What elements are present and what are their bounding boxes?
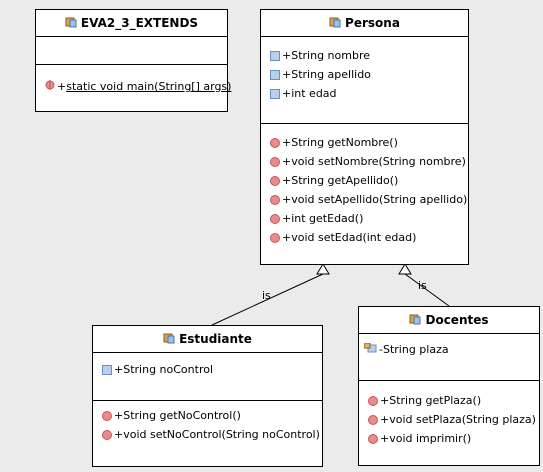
method-signature: void setNombre(String nombre): [291, 155, 466, 168]
class-header: Docentes: [359, 307, 539, 334]
attributes-section: +String nombre +String apellido +int eda…: [261, 37, 468, 124]
method-signature: String getNombre(): [291, 136, 398, 149]
methods-section: +String getNoControl() +void setNoContro…: [93, 401, 322, 466]
visibility: +: [380, 394, 390, 407]
method-signature: void setNoControl(String noControl): [123, 428, 320, 441]
method-row[interactable]: +String getApellido(): [261, 171, 468, 190]
attribute-text: String plaza: [382, 343, 449, 356]
field-icon: [270, 69, 280, 80]
attribute-text: String noControl: [123, 363, 214, 376]
field-icon: [270, 88, 280, 99]
class-icon: [65, 16, 77, 31]
class-name: Docentes: [425, 313, 489, 327]
visibility: +: [282, 68, 292, 81]
method-icon: [270, 232, 280, 243]
method-row[interactable]: +int getEdad(): [261, 209, 468, 228]
relation-label-docentes: is: [418, 279, 427, 292]
method-icon: [270, 156, 280, 167]
visibility: +: [282, 193, 292, 206]
class-name: Persona: [345, 16, 400, 30]
visibility: +: [282, 212, 292, 225]
visibility: +: [380, 413, 390, 426]
method-row[interactable]: +void setPlaza(String plaza): [359, 410, 539, 429]
class-eva2-3-extends[interactable]: EVA2_3_EXTENDS + static void main(String…: [35, 9, 231, 112]
visibility: +: [282, 49, 292, 62]
method-signature: static void main(String[] args): [66, 80, 232, 93]
field-icon: [270, 50, 280, 61]
attribute-row[interactable]: +String apellido: [261, 65, 468, 84]
attribute-row[interactable]: - String plaza: [359, 340, 539, 359]
attribute-row[interactable]: +String noControl: [93, 360, 322, 379]
method-signature: void imprimir(): [389, 432, 472, 445]
method-icon: [270, 137, 280, 148]
generalization-line-docentes: [404, 273, 450, 307]
methods-section: + static void main(String[] args): [36, 65, 231, 111]
relation-label-estudiante: is: [262, 289, 271, 302]
attribute-row[interactable]: +String nombre: [261, 46, 468, 65]
generalization-arrowhead-docentes: [398, 263, 412, 275]
static-method-icon: [45, 80, 55, 93]
method-icon: [368, 395, 378, 406]
visibility: +: [282, 155, 292, 168]
method-icon: [270, 175, 280, 186]
class-header: EVA2_3_EXTENDS: [36, 10, 227, 37]
visibility: +: [114, 363, 124, 376]
method-signature: int getEdad(): [291, 212, 364, 225]
method-signature: String getNoControl(): [123, 409, 241, 422]
class-name: Estudiante: [179, 332, 252, 346]
method-row[interactable]: +String getNombre(): [261, 133, 468, 152]
methods-section: +String getNombre() +void setNombre(Stri…: [261, 124, 468, 264]
method-icon: [102, 410, 112, 421]
class-icon: [409, 313, 421, 328]
field-icon: [102, 364, 112, 375]
generalization-line-estudiante: [211, 273, 324, 326]
visibility: +: [114, 409, 124, 422]
attribute-text: int edad: [291, 87, 337, 100]
visibility: +: [282, 231, 292, 244]
class-persona[interactable]: Persona +String nombre +String apellido …: [260, 9, 469, 265]
method-icon: [368, 433, 378, 444]
visibility: +: [114, 428, 124, 441]
method-row[interactable]: +String getPlaza(): [359, 391, 539, 410]
method-signature: String getPlaza(): [389, 394, 482, 407]
method-icon: [270, 213, 280, 224]
attributes-section: - String plaza: [359, 334, 539, 381]
method-row[interactable]: +void setNoControl(String noControl): [93, 425, 322, 444]
method-row[interactable]: +void setEdad(int edad): [261, 228, 468, 247]
visibility: +: [380, 432, 390, 445]
private-field-icon: [363, 342, 377, 356]
attributes-section: [36, 37, 227, 65]
class-icon: [329, 16, 341, 31]
method-icon: [368, 414, 378, 425]
generalization-arrowhead-estudiante: [316, 263, 330, 275]
class-header: Persona: [261, 10, 468, 37]
method-row[interactable]: +void setApellido(String apellido): [261, 190, 468, 209]
method-signature: void setEdad(int edad): [291, 231, 417, 244]
method-signature: void setPlaza(String plaza): [389, 413, 536, 426]
visibility: +: [282, 87, 292, 100]
visibility: +: [57, 80, 67, 93]
attribute-text: String apellido: [291, 68, 371, 81]
class-name: EVA2_3_EXTENDS: [80, 16, 199, 30]
class-icon: [163, 332, 175, 347]
method-icon: [102, 429, 112, 440]
class-docentes[interactable]: Docentes - String plaza +String getPlaza…: [358, 306, 540, 466]
method-signature: void setApellido(String apellido): [291, 193, 468, 206]
method-icon: [270, 194, 280, 205]
attribute-row[interactable]: +int edad: [261, 84, 468, 103]
visibility: -: [379, 343, 383, 356]
method-row[interactable]: +String getNoControl(): [93, 406, 322, 425]
attribute-text: String nombre: [291, 49, 370, 62]
class-estudiante[interactable]: Estudiante +String noControl +String get…: [92, 325, 323, 467]
visibility: +: [282, 174, 292, 187]
method-row[interactable]: + static void main(String[] args): [36, 77, 231, 96]
class-header: Estudiante: [93, 326, 322, 353]
methods-section: +String getPlaza() +void setPlaza(String…: [359, 381, 539, 465]
visibility: +: [282, 136, 292, 149]
method-signature: String getApellido(): [291, 174, 399, 187]
attributes-section: +String noControl: [93, 353, 322, 401]
method-row[interactable]: +void setNombre(String nombre): [261, 152, 468, 171]
method-row[interactable]: +void imprimir(): [359, 429, 539, 448]
